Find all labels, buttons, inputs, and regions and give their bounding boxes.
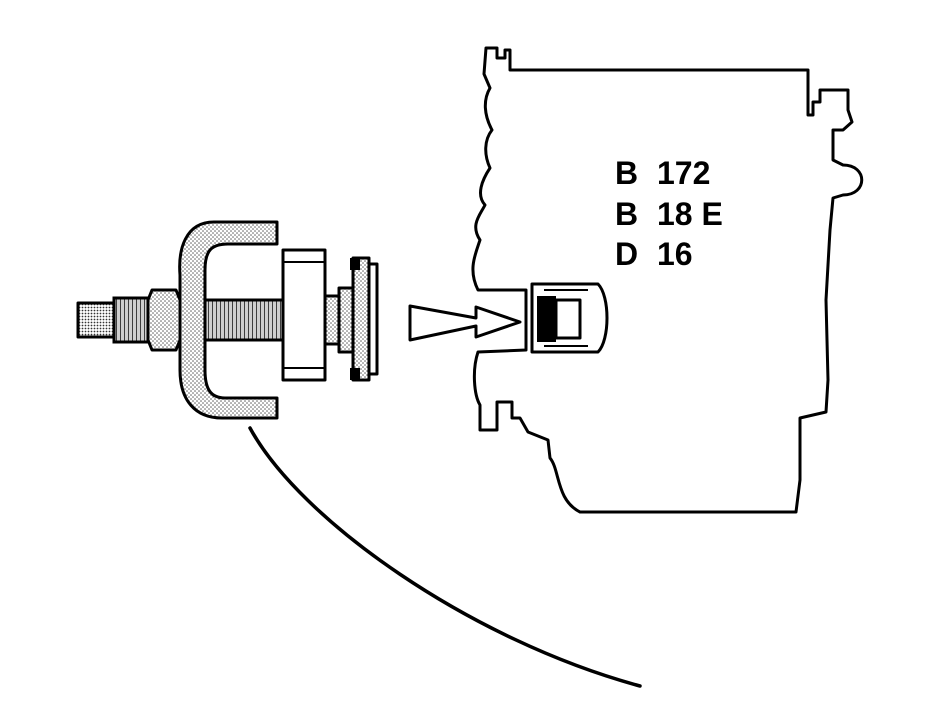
engine-label-3-model: D: [615, 236, 638, 272]
engine-label-2-code: 18 E: [657, 196, 723, 232]
leader-line: [248, 426, 642, 688]
engine-model-labels: B 172 B 18 E D 16: [615, 155, 723, 272]
engine-label-2-model: B: [615, 196, 638, 232]
engine-label-3-code: 16: [657, 236, 693, 272]
crankshaft-seal-icon: [530, 282, 609, 354]
engine-label-1-model: B: [615, 155, 638, 191]
engine-block-icon: [471, 46, 864, 514]
engine-label-1-code: 172: [657, 155, 710, 191]
seal-ring-icon: [323, 256, 379, 382]
direction-arrow-icon: [408, 304, 522, 342]
puller-tool-icon: [76, 220, 327, 420]
